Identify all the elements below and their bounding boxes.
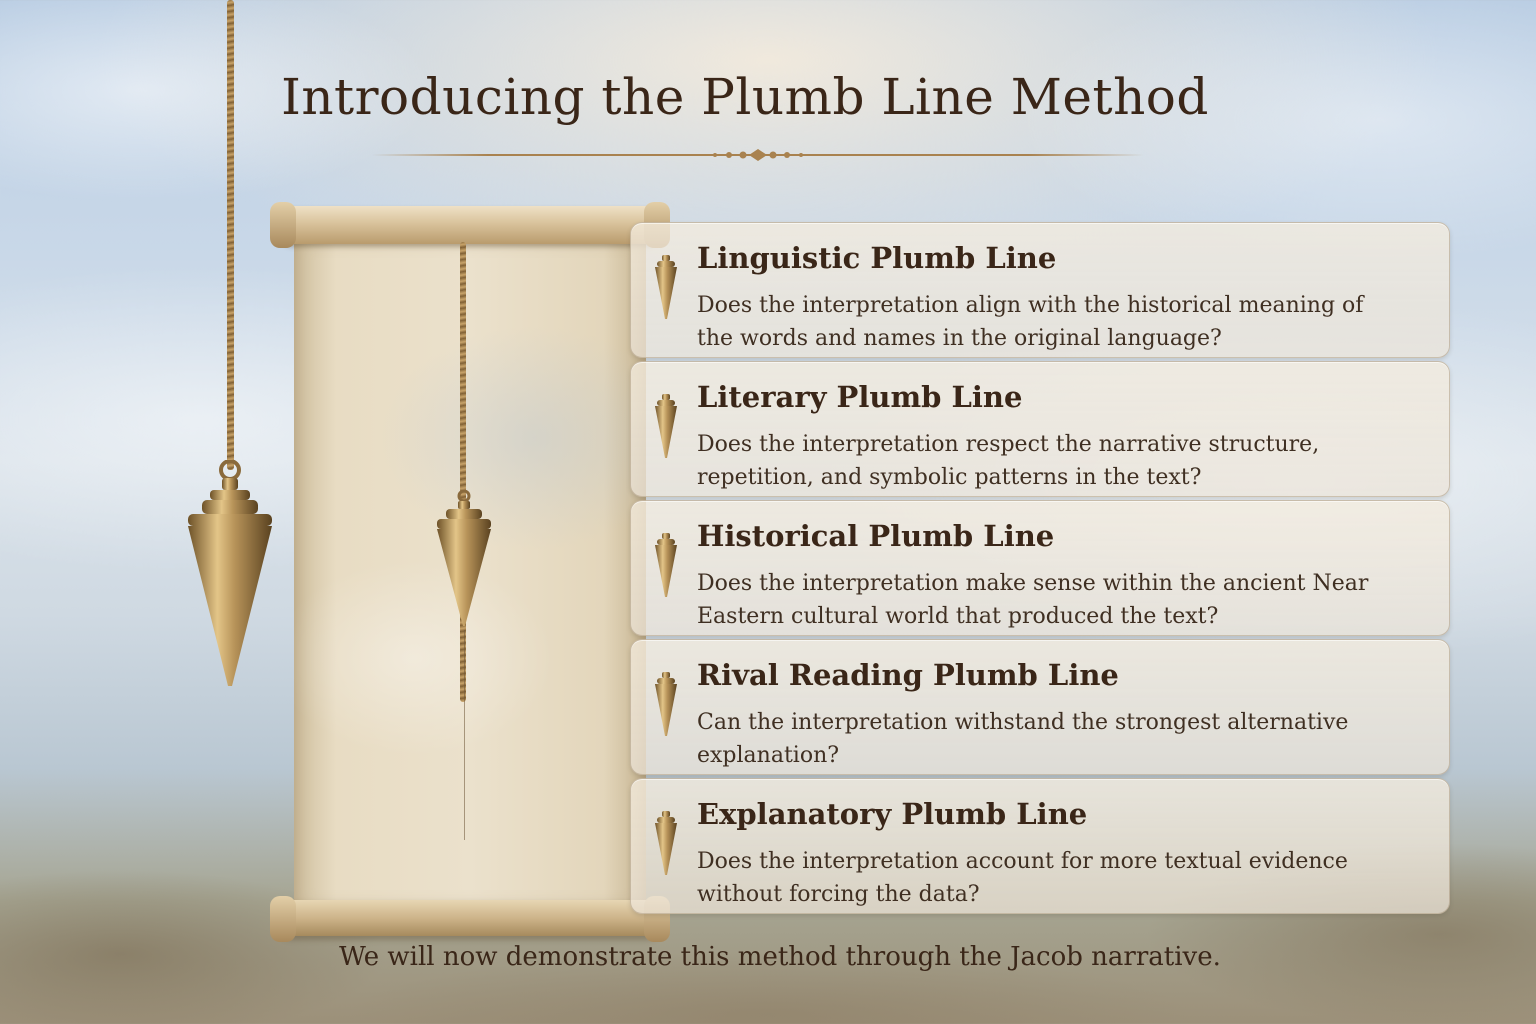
- plumb-bob-icon: [655, 394, 677, 458]
- plumb-line-card-linguistic: Linguistic Plumb Line Does the interpret…: [630, 222, 1450, 358]
- plumb-bob-icon: [655, 672, 677, 736]
- scroll-illustration: [270, 200, 670, 942]
- card-description: Does the interpretation account for more…: [697, 849, 1348, 907]
- card-description: Does the interpretation respect the narr…: [697, 432, 1320, 490]
- hanging-rope: [227, 0, 234, 470]
- page-title: Introducing the Plumb Line Method: [281, 68, 1209, 126]
- plumb-bob-icon: [655, 255, 677, 319]
- card-heading: Historical Plumb Line: [697, 519, 1055, 553]
- card-heading: Explanatory Plumb Line: [697, 797, 1088, 831]
- card-description: Does the interpretation make sense withi…: [697, 571, 1369, 629]
- plumb-line-card-rival-reading: Rival Reading Plumb Line Can the interpr…: [630, 639, 1450, 775]
- title-divider: [372, 149, 1144, 161]
- plumb-line-card-literary: Literary Plumb Line Does the interpretat…: [630, 361, 1450, 497]
- card-heading: Literary Plumb Line: [697, 380, 1023, 414]
- card-description: Does the interpretation align with the h…: [697, 293, 1364, 351]
- title-ornament: [713, 149, 803, 161]
- scroll-plumb-bob-icon: [437, 490, 491, 626]
- plumb-bob-icon: [655, 533, 677, 597]
- card-description: Can the interpretation withstand the str…: [697, 710, 1349, 768]
- plumb-line-card-explanatory: Explanatory Plumb Line Does the interpre…: [630, 778, 1450, 914]
- footer-note: We will now demonstrate this method thro…: [339, 942, 1221, 972]
- plumb-line-list: Linguistic Plumb Line Does the interpret…: [630, 222, 1450, 917]
- card-heading: Rival Reading Plumb Line: [697, 658, 1119, 692]
- card-heading: Linguistic Plumb Line: [697, 241, 1057, 275]
- plumb-bob-icon: [188, 460, 272, 686]
- plumb-line-card-historical: Historical Plumb Line Does the interpret…: [630, 500, 1450, 636]
- plumb-bob-icon: [655, 811, 677, 875]
